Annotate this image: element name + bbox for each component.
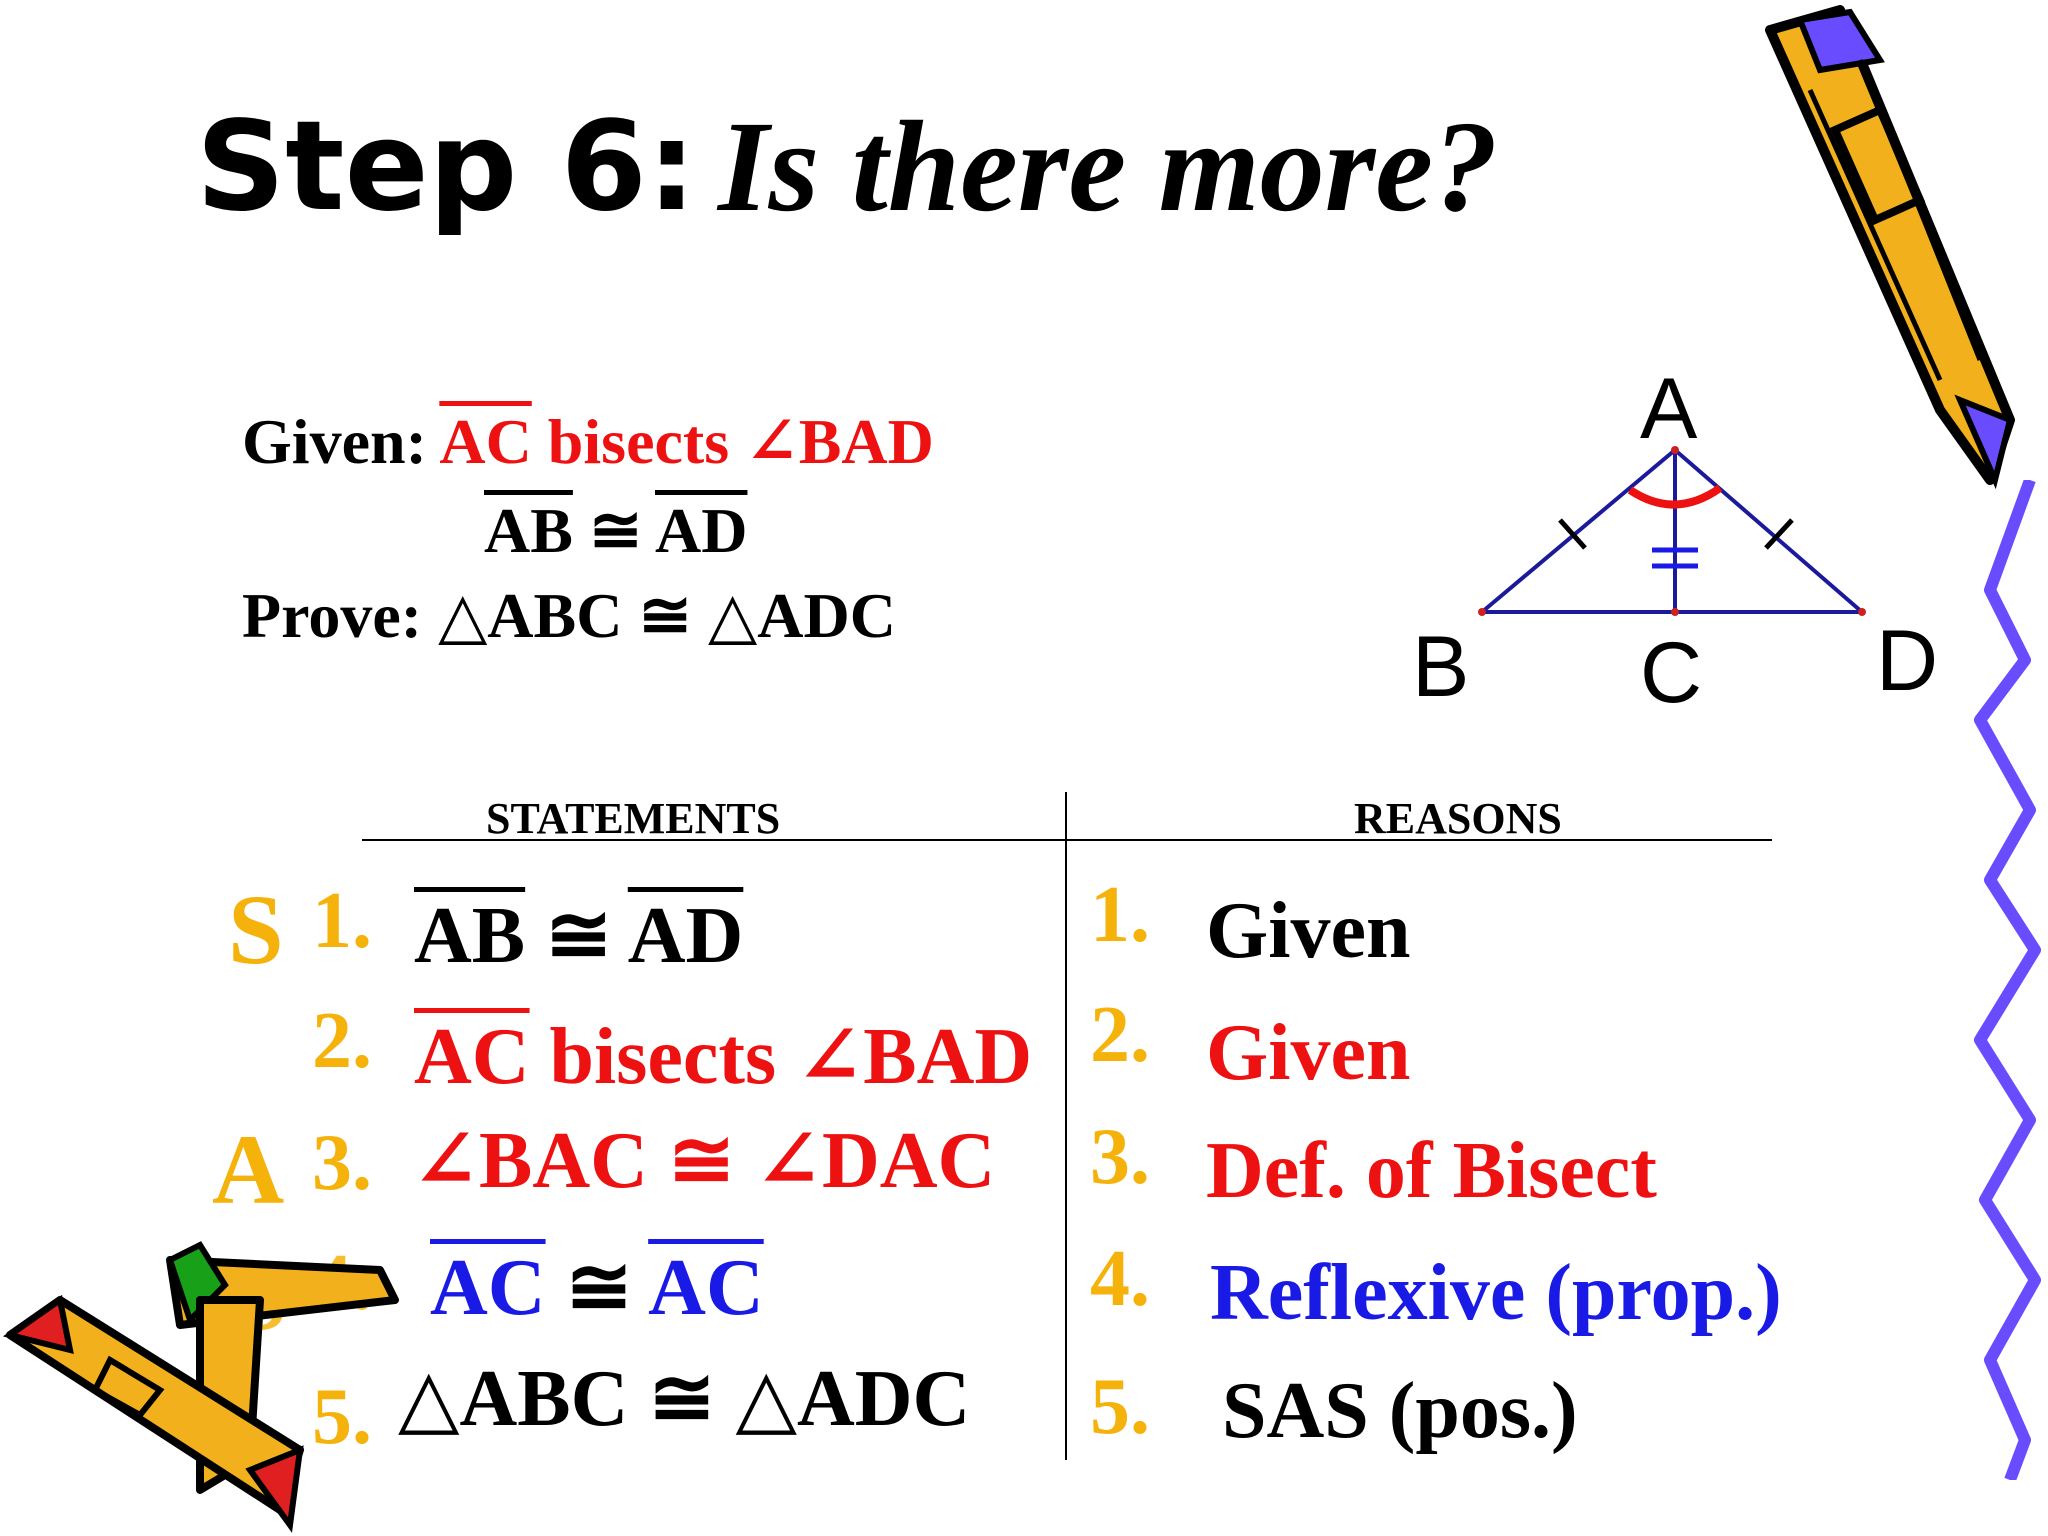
row4-seg1: AC <box>430 1244 546 1332</box>
statements-header: STATEMENTS <box>486 794 781 843</box>
given-line-2: AB ≅ AD <box>484 494 747 568</box>
prove-label: Prove: <box>242 580 423 651</box>
reasons-header: REASONS <box>1354 794 1562 843</box>
title-question: Is there more? <box>718 95 1498 239</box>
row1-seg1: AB <box>414 892 526 980</box>
given2-seg-a: AB <box>484 495 573 566</box>
crayons-icon <box>2 1241 399 1533</box>
vertex-label-d: D <box>1876 613 1939 709</box>
given-line: Given: AC bisects ∠BAD <box>242 404 934 479</box>
triangle-diagram <box>1478 446 1866 616</box>
row1-seg2: AD <box>627 892 744 980</box>
reason1-num: 1. <box>1090 871 1150 959</box>
sas-letter-a: A <box>212 1114 285 1225</box>
prove-text: △ABC ≅ △ADC <box>438 580 896 651</box>
vertex-label-b: B <box>1412 619 1470 715</box>
reason2-text: Given <box>1206 1009 1411 1097</box>
vertex-label-a: A <box>1640 361 1698 457</box>
table-column-divider <box>1065 792 1067 1460</box>
row1-num: 1. <box>312 877 372 965</box>
pencil-icon <box>1765 5 2015 490</box>
vertex-label-c: C <box>1640 625 1703 721</box>
table-header-rule <box>362 839 1772 841</box>
row4-statement: AC ≅ AC <box>430 1240 764 1334</box>
row3-num: 3. <box>312 1119 372 1207</box>
given2-cong: ≅ <box>572 495 655 566</box>
reason5-text: SAS (pos.) <box>1222 1367 1578 1455</box>
row2-num: 2. <box>312 997 372 1085</box>
row2-statement: AC bisects ∠BAD <box>414 1008 1032 1103</box>
sas-letter-s1: S <box>228 874 284 985</box>
given2-seg-b: AD <box>655 495 748 566</box>
reason2-num: 2. <box>1090 991 1150 1079</box>
row5-statement: △ABC ≅ △ADC <box>398 1355 971 1443</box>
given-label: Given: <box>242 406 427 477</box>
row1-cong: ≅ <box>525 892 628 980</box>
reason4-num: 4. <box>1090 1235 1150 1323</box>
squiggle-decoration <box>1974 480 2041 1480</box>
reason3-text: Def. of Bisect <box>1206 1127 1657 1215</box>
given-rest: bisects ∠BAD <box>531 406 934 477</box>
reason1-text: Given <box>1206 887 1411 975</box>
reason4-text: Reflexive (prop.) <box>1210 1249 1782 1337</box>
row3-statement: ∠BAC ≅ ∠DAC <box>412 1117 996 1205</box>
prove-line: Prove: △ABC ≅ △ADC <box>242 578 896 653</box>
reason5-num: 5. <box>1090 1363 1150 1451</box>
row2-seg: AC <box>414 1013 530 1101</box>
reason3-num: 3. <box>1090 1113 1150 1201</box>
row5-num: 5. <box>312 1373 372 1461</box>
row2-text: bisects ∠BAD <box>529 1013 1033 1101</box>
title-step: Step 6: <box>196 95 697 239</box>
row4-seg2: AC <box>648 1244 764 1332</box>
row1-statement: AB ≅ AD <box>414 888 743 982</box>
row4-cong: ≅ <box>545 1244 649 1332</box>
given-segment: AC <box>439 406 532 477</box>
